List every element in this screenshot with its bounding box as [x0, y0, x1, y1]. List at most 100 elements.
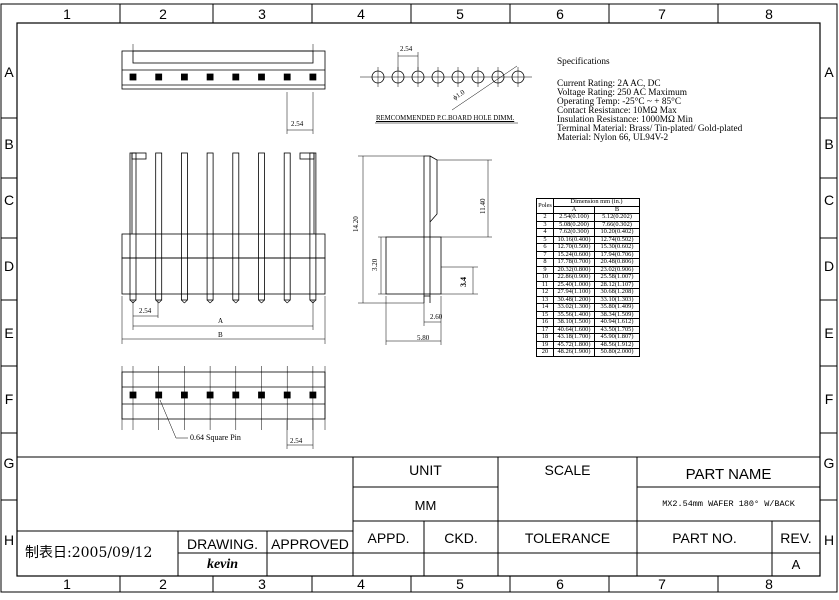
top-pitch-label: 2.54: [291, 120, 304, 128]
height-14-20-label: 14.20: [352, 216, 360, 232]
spec-line: Material: Nylon 66, UL94V-2: [557, 133, 669, 143]
dimension-table-cell: 33.02(1.300): [553, 303, 595, 312]
spec-line: Operating Temp: -25°C ~ + 85°C: [557, 97, 682, 107]
front-pin: [155, 152, 163, 301]
zone-col-5: 5: [456, 6, 464, 22]
front-pin: [129, 152, 137, 301]
zone-col-2-bottom: 2: [159, 576, 167, 592]
dimension-table-cell: 5.12(0.202): [594, 213, 640, 222]
unit-label: UNIT: [409, 462, 442, 478]
zone-col-7-bottom: 7: [658, 576, 666, 592]
front-pin-tip: [283, 299, 288, 304]
top-pin-square: [180, 73, 188, 81]
part-name-label: PART NAME: [685, 466, 772, 483]
dimension-table-cell: 20: [536, 348, 554, 357]
dimension-table-cell: 14: [536, 303, 554, 312]
width-2-60-label: 2.60: [430, 313, 443, 321]
zone-row-f-right: F: [824, 391, 834, 407]
zone-col-4: 4: [357, 6, 365, 22]
dimension-table-cell: 35.80(1.409): [594, 303, 640, 312]
bottom-pitch-label: 2.54: [290, 437, 303, 445]
zone-col-3: 3: [258, 6, 266, 22]
top-pin-square: [206, 73, 214, 81]
front-pin-tip: [181, 299, 185, 304]
zone-row-e-right: E: [824, 325, 834, 341]
bottom-pin-square: [283, 391, 291, 399]
spec-line: Insulation Resistance: 1000MΩ Min: [557, 115, 693, 125]
zone-col-2: 2: [159, 6, 167, 22]
top-pitch-dimension: [286, 92, 314, 134]
front-pin-tip: [235, 299, 240, 304]
front-pin: [283, 152, 291, 301]
dimension-table-cell: 27.94(1.100): [553, 288, 595, 297]
dimension-table-cell: 40.94(1.612): [594, 318, 640, 327]
dimension-table-cell: 45.90(1.807): [594, 333, 640, 342]
zone-col-6: 6: [556, 6, 564, 22]
front-pin-tip: [184, 299, 188, 304]
bottom-pin-square: [180, 391, 188, 399]
appd-label: APPD.: [367, 530, 410, 546]
dimension-table-cell: 50.80(2.000): [594, 348, 640, 357]
scale-label: SCALE: [544, 462, 591, 478]
dimension-table-cell: 43.18(1.700): [553, 333, 595, 342]
specs-title: Specifications: [557, 57, 610, 67]
zone-row-c-right: C: [823, 192, 835, 208]
dimension-table-cell: 12.70(0.500): [553, 243, 595, 252]
unit-value: MM: [414, 498, 437, 513]
front-pin: [206, 152, 214, 301]
zone-col-5-bottom: 5: [456, 576, 464, 592]
front-pin-tip: [309, 299, 314, 304]
date-text: 制表日:2005/09/12: [25, 545, 153, 561]
front-pin-tip: [209, 299, 214, 304]
approved-label: APPROVED: [271, 536, 349, 552]
spec-line: Contact Resistance: 10MΩ Max: [557, 106, 677, 116]
dimension-table-cell: 15.30(0.602): [594, 243, 640, 252]
pin-note: 0.64 Square Pin: [190, 433, 241, 442]
front-pin-tip: [206, 299, 211, 304]
top-pin-square: [258, 73, 265, 81]
top-pin-square: [232, 73, 240, 81]
front-pin-tip: [258, 299, 262, 304]
zone-row-h: H: [3, 532, 15, 548]
height-3-4-label: 3.4: [459, 277, 468, 287]
dimension-b-label: B: [218, 331, 223, 339]
part-no-label: PART NO.: [672, 530, 737, 546]
dimension-table-main-header: Dimension mm (in.): [553, 198, 640, 207]
zone-row-c: C: [3, 192, 15, 208]
bottom-pin-square: [206, 391, 214, 399]
bottom-pin-square: [155, 391, 163, 399]
dimension-table-cell: 25.58(1.007): [594, 273, 640, 282]
zone-row-f: F: [4, 391, 14, 407]
zone-row-b: B: [4, 136, 14, 152]
dimension-table-cell: 30.68(1.208): [594, 288, 640, 297]
dimension-table-cell: 22.86(0.900): [553, 273, 595, 282]
dimension-a-label: A: [218, 317, 224, 325]
front-pin: [180, 152, 188, 301]
dimension-table-cell: 7.62(0.300): [553, 228, 595, 237]
zone-col-7: 7: [658, 6, 666, 22]
bottom-dimensions: [159, 399, 314, 449]
dimension-table-cell: 10.20(0.402): [594, 228, 640, 237]
ckd-label: CKD.: [444, 530, 478, 546]
height-3-20-label: 3.20: [371, 258, 379, 271]
rev-label: REV.: [780, 530, 812, 546]
dimension-table-cell: 6: [536, 243, 554, 252]
spec-line: Voltage Rating: 250 AC Maximum: [557, 88, 687, 98]
bottom-view: [121, 366, 326, 430]
front-pin-tip: [232, 299, 237, 304]
spec-line: Current Rating: 2A AC, DC: [557, 79, 661, 89]
zone-col-1-bottom: 1: [63, 576, 71, 592]
dimension-table-cell: 10: [536, 273, 554, 282]
drawing-label: DRAWING.: [186, 536, 259, 552]
dimension-table-cell: 12: [536, 288, 554, 297]
tolerance-label: TOLERANCE: [524, 530, 611, 546]
